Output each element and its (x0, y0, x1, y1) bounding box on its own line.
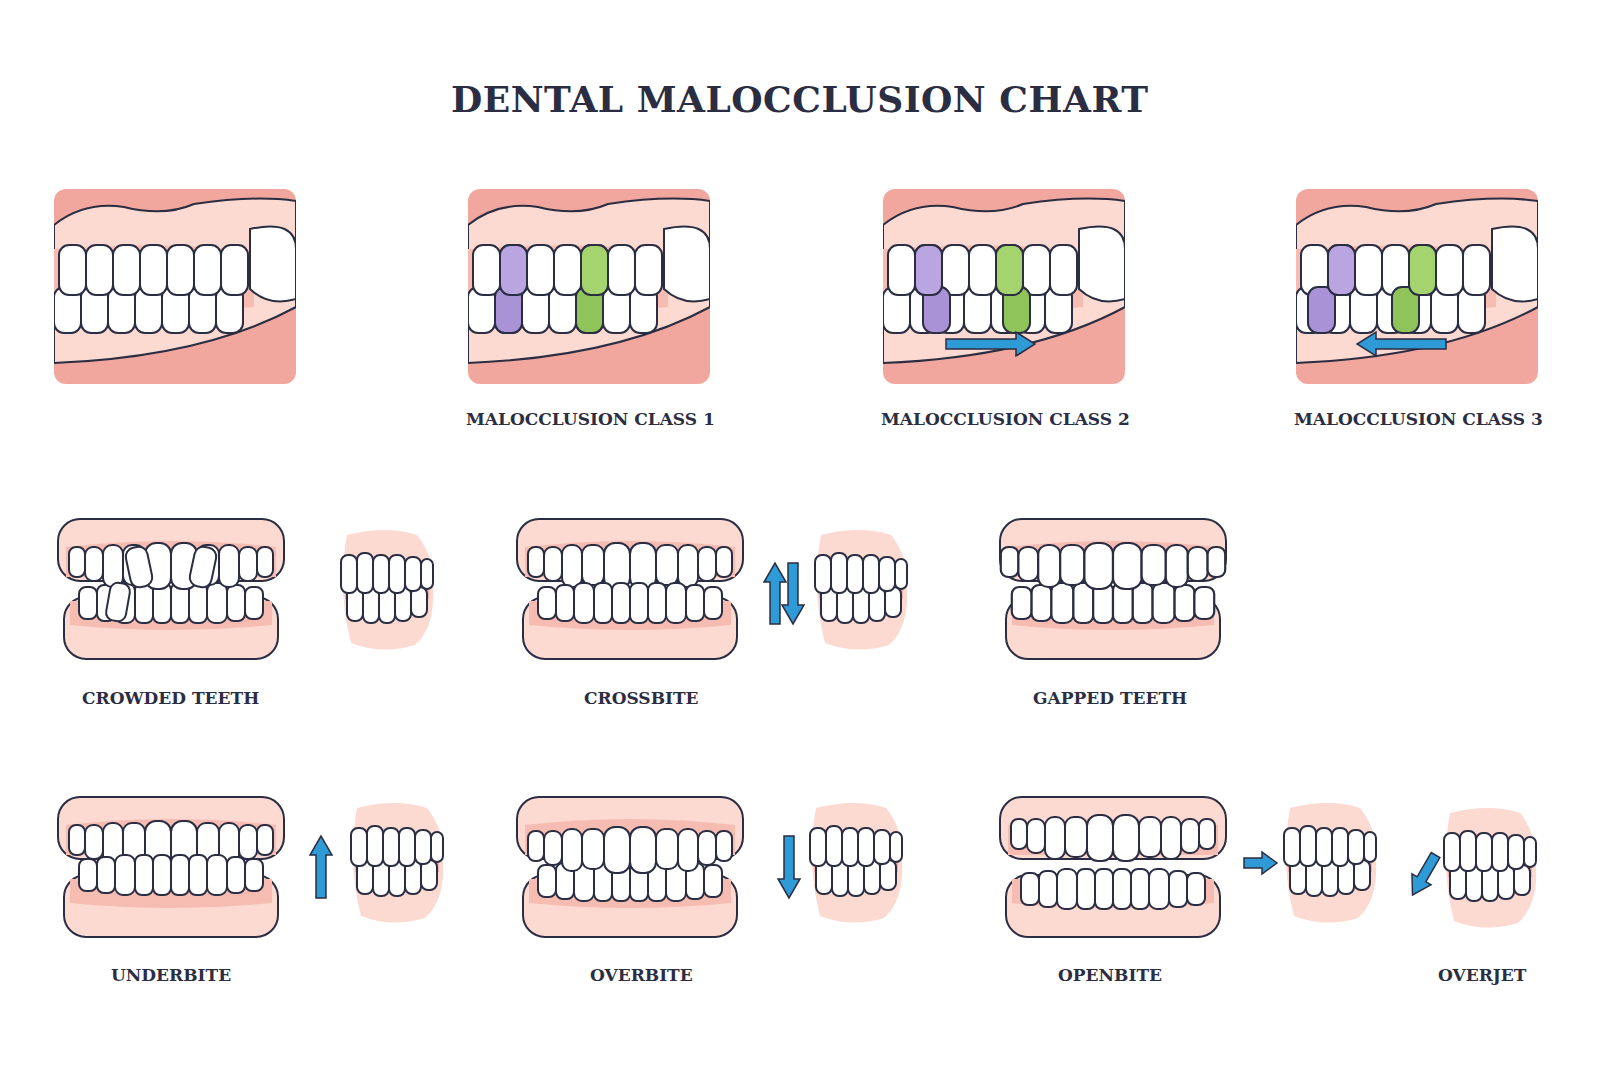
side-jaw-class-3 (1296, 189, 1538, 384)
side-view-overjet (1444, 808, 1536, 928)
side-view-crowded (341, 530, 433, 650)
front-jaw-crossbite (517, 519, 743, 659)
caption-label: MALOCCLUSION CLASS 1 (466, 409, 715, 429)
front-jaw-gapped (1000, 519, 1226, 659)
side-jaw-class-2 (883, 189, 1125, 384)
openbite-arrow (1244, 852, 1277, 874)
front-jaw-underbite (58, 797, 284, 937)
side-view-overbite (810, 803, 902, 923)
caption-label: OVERBITE (590, 965, 693, 985)
underbite-arrow (310, 836, 332, 898)
caption-label: MALOCCLUSION CLASS 2 (881, 409, 1130, 429)
overbite-arrow (778, 836, 800, 898)
caption-label: UNDERBITE (111, 965, 231, 985)
front-jaw-crowded (58, 519, 284, 659)
front-jaw-openbite (1000, 797, 1226, 937)
chart-title: DENTAL MALOCCLUSION CHART (451, 78, 1148, 120)
crossbite-arrow-down (782, 563, 804, 624)
caption-label: OPENBITE (1058, 965, 1162, 985)
side-view-openbite (1284, 803, 1376, 923)
overjet-arrow (1403, 850, 1445, 901)
caption-label: GAPPED TEETH (1033, 688, 1187, 708)
side-view-crossbite (815, 530, 907, 650)
caption-label: OVERJET (1438, 965, 1526, 985)
side-view-underbite (351, 803, 443, 923)
side-jaw-class-1 (468, 189, 710, 384)
crossbite-arrow-up (764, 563, 786, 624)
side-jaw-normal (54, 189, 296, 384)
caption-label: MALOCCLUSION CLASS 3 (1294, 409, 1543, 429)
caption-label: CROSSBITE (584, 688, 699, 708)
caption-label: CROWDED TEETH (82, 688, 259, 708)
front-jaw-overbite (517, 797, 743, 937)
